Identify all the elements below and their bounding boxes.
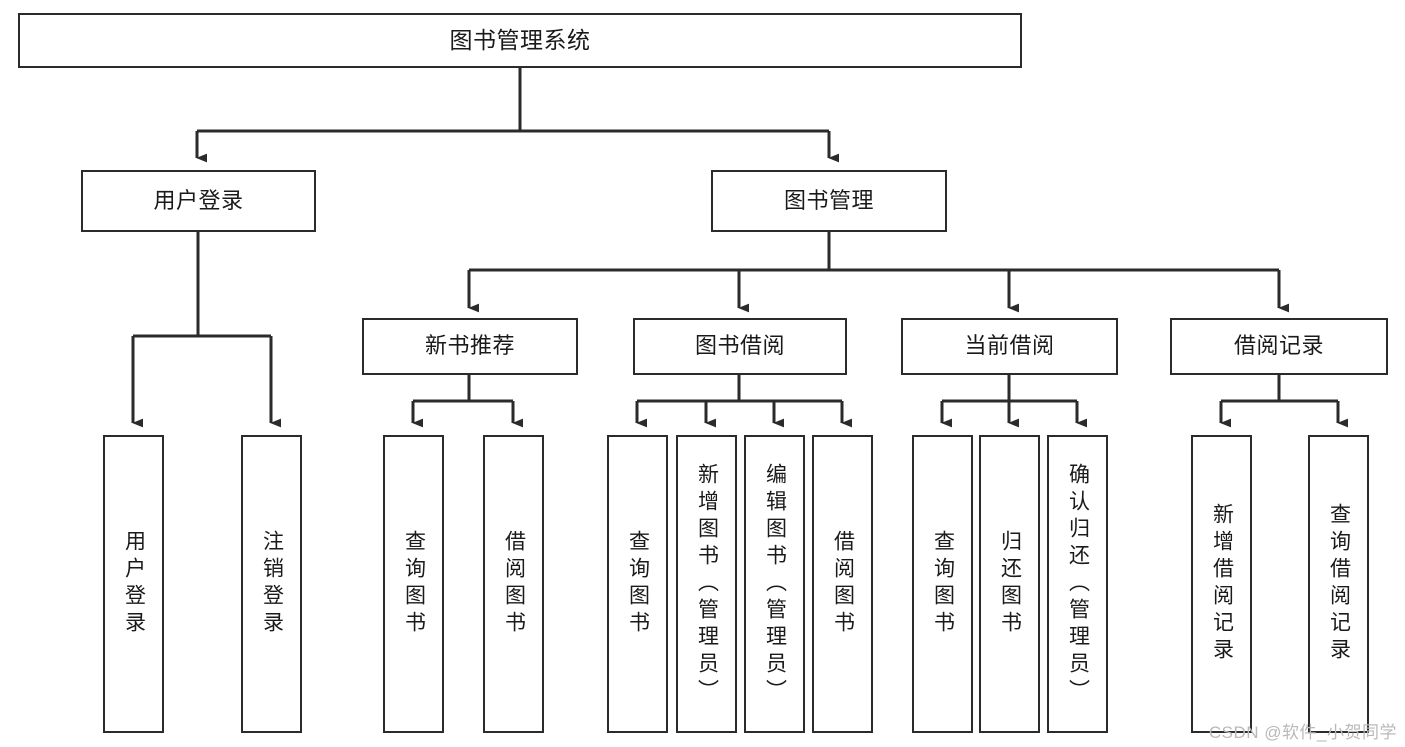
- node-label-leaf-return-book: 归还图书: [998, 530, 1022, 638]
- node-leaf-add-borrow-record[interactable]: 新增借阅记录: [1191, 435, 1252, 733]
- book-borrow-to-leaves-connectors: [635, 375, 853, 428]
- node-label-current-borrow: 当前借阅: [964, 333, 1055, 359]
- node-leaf-user-login[interactable]: 用户登录: [103, 435, 164, 733]
- node-label-leaf-user-login: 用户登录: [122, 530, 146, 638]
- node-leaf-confirm-return-admin[interactable]: 确认归还（管理员）: [1047, 435, 1108, 733]
- node-label-new-book-recommend: 新书推荐: [424, 333, 515, 359]
- node-label-leaf-query-borrow-record: 查询借阅记录: [1327, 503, 1351, 665]
- node-borrow-record[interactable]: 借阅记录: [1170, 318, 1388, 375]
- node-label-root: 图书管理系统: [449, 26, 591, 53]
- node-label-borrow-record: 借阅记录: [1233, 333, 1324, 359]
- node-label-leaf-borrow-book: 借阅图书: [831, 530, 855, 638]
- node-label-leaf-confirm-return-admin: 确认归还（管理员）: [1066, 462, 1090, 706]
- root-to-level1-connectors: [195, 68, 840, 163]
- node-leaf-recommend-query-book[interactable]: 查询图书: [383, 435, 444, 733]
- node-leaf-return-book[interactable]: 归还图书: [979, 435, 1040, 733]
- node-leaf-recommend-borrow-book[interactable]: 借阅图书: [483, 435, 544, 733]
- borrow-record-to-leaves-connectors: [1219, 375, 1349, 428]
- node-label-leaf-borrow-query-book: 查询图书: [626, 530, 650, 638]
- node-label-book-management: 图书管理: [783, 187, 874, 213]
- node-label-leaf-recommend-query-book: 查询图书: [402, 530, 426, 638]
- node-label-leaf-add-book-admin: 新增图书（管理员）: [695, 462, 719, 706]
- node-leaf-borrow-book[interactable]: 借阅图书: [812, 435, 873, 733]
- node-label-leaf-edit-book-admin: 编辑图书（管理员）: [763, 462, 787, 706]
- current-borrow-to-leaves-connectors: [940, 375, 1088, 428]
- node-label-book-borrow: 图书借阅: [694, 333, 785, 359]
- node-new-book-recommend[interactable]: 新书推荐: [362, 318, 578, 375]
- node-label-user-login: 用户登录: [153, 187, 244, 213]
- node-book-borrow[interactable]: 图书借阅: [633, 318, 847, 375]
- node-root-book-management-system[interactable]: 图书管理系统: [18, 13, 1022, 68]
- node-leaf-borrow-query-book[interactable]: 查询图书: [607, 435, 668, 733]
- book-management-to-level2-connectors: [467, 232, 1290, 313]
- new-book-recommend-to-leaves-connectors: [411, 375, 524, 428]
- node-label-leaf-add-borrow-record: 新增借阅记录: [1210, 503, 1234, 665]
- node-leaf-query-borrow-record[interactable]: 查询借阅记录: [1308, 435, 1369, 733]
- node-label-leaf-logout: 注销登录: [260, 530, 284, 638]
- node-label-leaf-recommend-borrow-book: 借阅图书: [502, 530, 526, 638]
- user-login-to-leaves-connectors: [131, 232, 282, 428]
- node-leaf-add-book-admin[interactable]: 新增图书（管理员）: [676, 435, 737, 733]
- node-leaf-current-query-book[interactable]: 查询图书: [912, 435, 973, 733]
- node-current-borrow[interactable]: 当前借阅: [901, 318, 1118, 375]
- node-leaf-edit-book-admin[interactable]: 编辑图书（管理员）: [744, 435, 805, 733]
- node-label-leaf-current-query-book: 查询图书: [931, 530, 955, 638]
- node-leaf-logout[interactable]: 注销登录: [241, 435, 302, 733]
- node-user-login[interactable]: 用户登录: [81, 170, 316, 232]
- node-book-management[interactable]: 图书管理: [711, 170, 947, 232]
